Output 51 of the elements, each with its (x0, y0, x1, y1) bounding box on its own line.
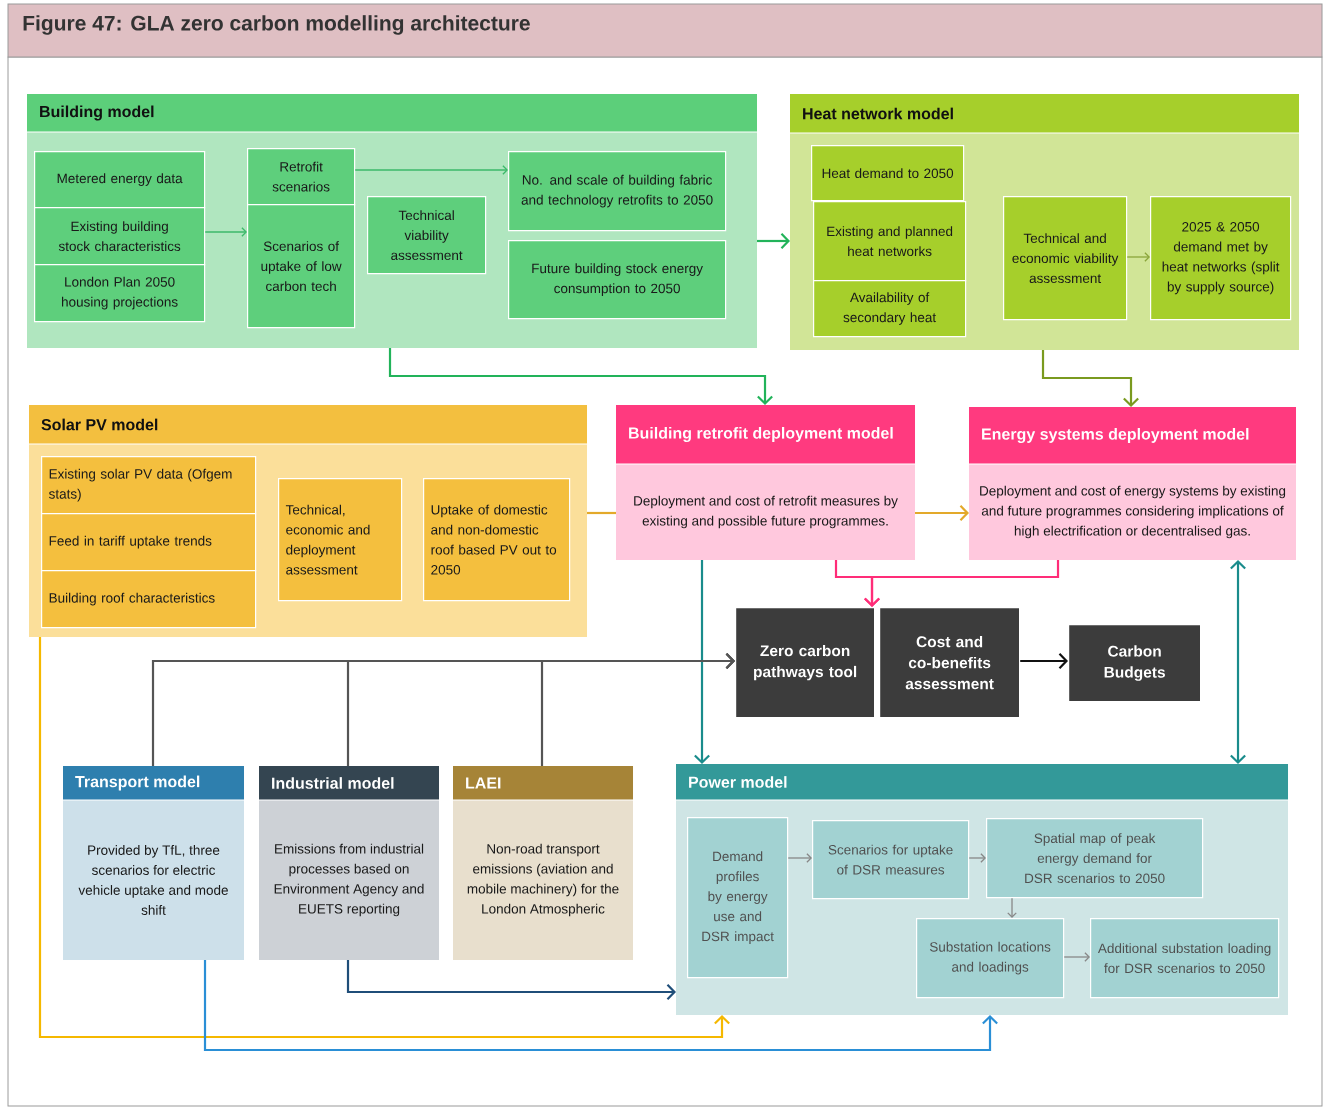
process-box: Existing solar PV data (Ofgem stats) (41, 456, 257, 515)
process-box: Metered energy data (34, 151, 206, 209)
arrow (203, 960, 998, 1052)
process-box: Feed in tariff uptake trends (41, 513, 257, 572)
process-box: Existing building stock characteristics (34, 207, 206, 266)
model-panel: Energy systems deployment model Deployment and cost of energy systems by existing and future programmes considering implications of high electrification or decentralised gas. (968, 407, 1297, 560)
arrow (1020, 653, 1068, 669)
process-box: Carbon Budgets (1068, 624, 1202, 703)
arrow (757, 233, 790, 249)
process-box: Additional substation loading for DSR scenarios to 2050 (1090, 918, 1280, 999)
model-panel: Building retrofit deployment model Deployment and cost of retrofit measures by existing and possible future programmes. (615, 405, 916, 560)
arrow (1041, 350, 1139, 407)
arrow (38, 637, 730, 1039)
arrow (1007, 897, 1017, 918)
process-box: London Plan 2050 housing projections (34, 264, 206, 323)
process-box: Building roof characteristics (41, 570, 257, 629)
arrow (787, 853, 812, 863)
arrow (388, 348, 773, 405)
process-box: Availability of secondary heat (813, 280, 967, 338)
arrow (968, 853, 986, 863)
arrow (540, 653, 735, 766)
process-box: No. and scale of building fabric and technology retrofits to 2050 (508, 151, 727, 232)
arrow (694, 560, 710, 764)
process-box: Uptake of domestic and non-domestic roof based PV out to 2050 (423, 478, 571, 602)
process-box: Future building stock energy consumption to 2050 (508, 240, 727, 320)
arrow (346, 960, 676, 1000)
arrow (354, 165, 508, 175)
arrow (1230, 560, 1246, 764)
arrow (204, 227, 247, 237)
process-box: Technical viability assessment (367, 196, 487, 275)
process-box: Retrofit scenarios (247, 148, 356, 206)
arrow (915, 505, 969, 521)
process-box: Substation locations and loadings (916, 918, 1065, 999)
arrow (1126, 252, 1150, 262)
process-box: Technical, economic and deployment assessment (278, 478, 403, 602)
model-panel: Industrial model Emissions from industrial processes based on Environment Agency and EUETS reporting (258, 766, 440, 960)
process-box: Demand profiles by energy use and DSR impact (687, 817, 789, 979)
process-box: 2025 & 2050 demand met by heat networks (split by supply source) (1150, 196, 1292, 321)
process-box: Spatial map of peak energy demand for DSR scenarios to 2050 (986, 818, 1204, 899)
model-panel: LAEI Non-road transport emissions (aviation and mobile machinery) for the London Atmospheric (452, 766, 634, 960)
arrow (864, 560, 1060, 607)
process-box: Existing and planned heat networks (813, 201, 967, 282)
process-box: Cost and co-benefits assessment (879, 607, 1021, 719)
title-band: Figure 47: GLA zero carbon modelling architecture (7, 3, 1323, 58)
process-box: Scenarios for uptake of DSR measures (812, 820, 970, 900)
arrow (1063, 952, 1090, 962)
model-panel: Transport model Provided by TfL, three scenarios for electric vehicle uptake and mode shift (62, 766, 245, 960)
process-box: Heat demand to 2050 (811, 145, 965, 202)
process-box: Zero carbon pathways tool (735, 607, 876, 719)
process-box: Technical and economic viability assessment (1003, 196, 1128, 321)
connector-line (587, 511, 616, 515)
